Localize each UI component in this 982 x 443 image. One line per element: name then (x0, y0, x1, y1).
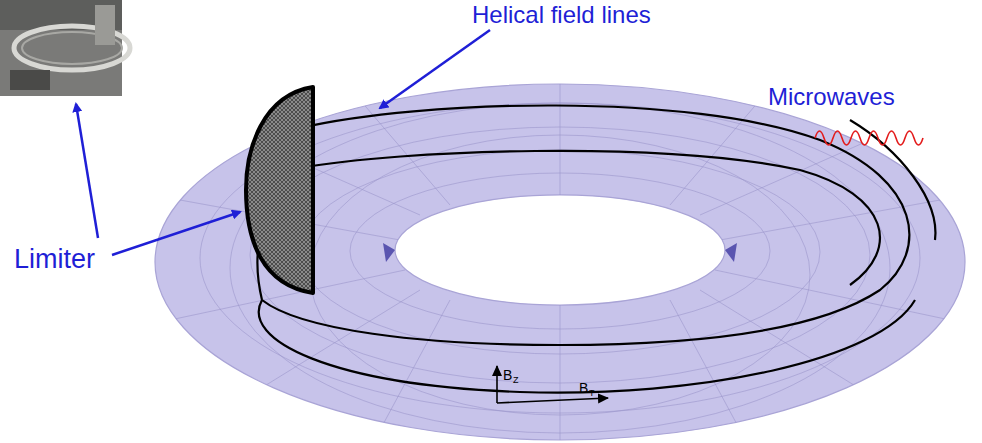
callout-label: Helical field lines (472, 3, 651, 27)
leader-arrows (76, 30, 490, 255)
hole-marker (725, 243, 737, 262)
callout-label: Limiter (14, 246, 95, 273)
torus (155, 84, 965, 440)
field-arrows (497, 366, 608, 403)
hole-marker (383, 243, 395, 262)
callout-label: Microwaves (768, 85, 895, 109)
limiter-photo (0, 0, 130, 96)
limiter-shape (246, 87, 313, 293)
field-symbol: B (503, 368, 512, 382)
field-subscript: T (589, 389, 595, 398)
microwave-wave (815, 131, 923, 145)
field-subscript: Z (513, 376, 519, 385)
helical-field-lines (258, 105, 936, 392)
field-symbol: B (579, 381, 588, 395)
